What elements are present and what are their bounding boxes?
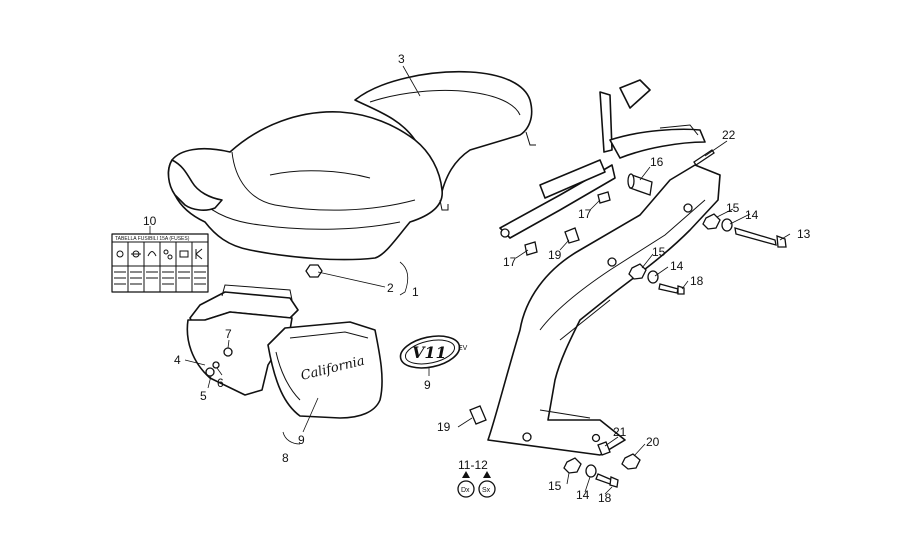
fuse-label-heading: TABELLA FUSIBILI 15A (FUSES) <box>115 236 190 242</box>
callout-9-badge: 9 <box>424 378 431 392</box>
callout-14-upper: 14 <box>745 208 759 222</box>
callout-3: 3 <box>398 52 405 66</box>
callout-18-lower: 18 <box>598 491 612 505</box>
marker-sx: Sx <box>482 487 491 494</box>
callout-14-lower: 14 <box>576 488 590 502</box>
side-markers: Dx Sx <box>457 471 496 498</box>
callout-21: 21 <box>613 425 627 439</box>
callout-14-mid: 14 <box>670 259 684 273</box>
callout-9-panel: 9 <box>298 433 305 447</box>
leader-lines <box>149 65 791 495</box>
callout-11-12: 11-12 <box>458 458 488 472</box>
callout-19-upper: 19 <box>548 248 562 262</box>
left-side-panel: California <box>186 284 383 419</box>
badge-model: V11 <box>412 343 447 362</box>
callout-8: 8 <box>282 451 289 465</box>
callout-2: 2 <box>387 281 394 295</box>
right-side-cover <box>487 164 721 456</box>
callout-numbers: 3 2 1 10 4 5 6 7 8 9 9 22 16 17 17 19 15… <box>143 52 811 505</box>
callout-10: 10 <box>143 214 157 228</box>
callout-1: 1 <box>412 285 419 299</box>
callout-19-lower: 19 <box>437 420 451 434</box>
v11-badge: V11 EV <box>399 335 468 369</box>
callout-22: 22 <box>722 128 736 142</box>
callout-18-mid: 18 <box>690 274 704 288</box>
callout-17-upper: 17 <box>578 207 592 221</box>
hardware <box>469 149 787 488</box>
callout-5: 5 <box>200 389 207 403</box>
seat <box>167 70 536 278</box>
callout-6: 6 <box>217 376 224 390</box>
callout-15-mid: 15 <box>652 245 666 259</box>
callout-15-upper: 15 <box>726 201 740 215</box>
callout-4: 4 <box>174 353 181 367</box>
callout-20: 20 <box>646 435 660 449</box>
callout-17-lower: 17 <box>503 255 517 269</box>
marker-dx: Dx <box>461 487 470 494</box>
callout-13: 13 <box>797 227 811 241</box>
fuse-label: TABELLA FUSIBILI 15A (FUSES) <box>111 233 209 293</box>
badge-suffix: EV <box>458 345 468 352</box>
callout-7: 7 <box>225 327 232 341</box>
callout-15-lower: 15 <box>548 479 562 493</box>
frame-section <box>499 79 706 256</box>
callout-16: 16 <box>650 155 664 169</box>
